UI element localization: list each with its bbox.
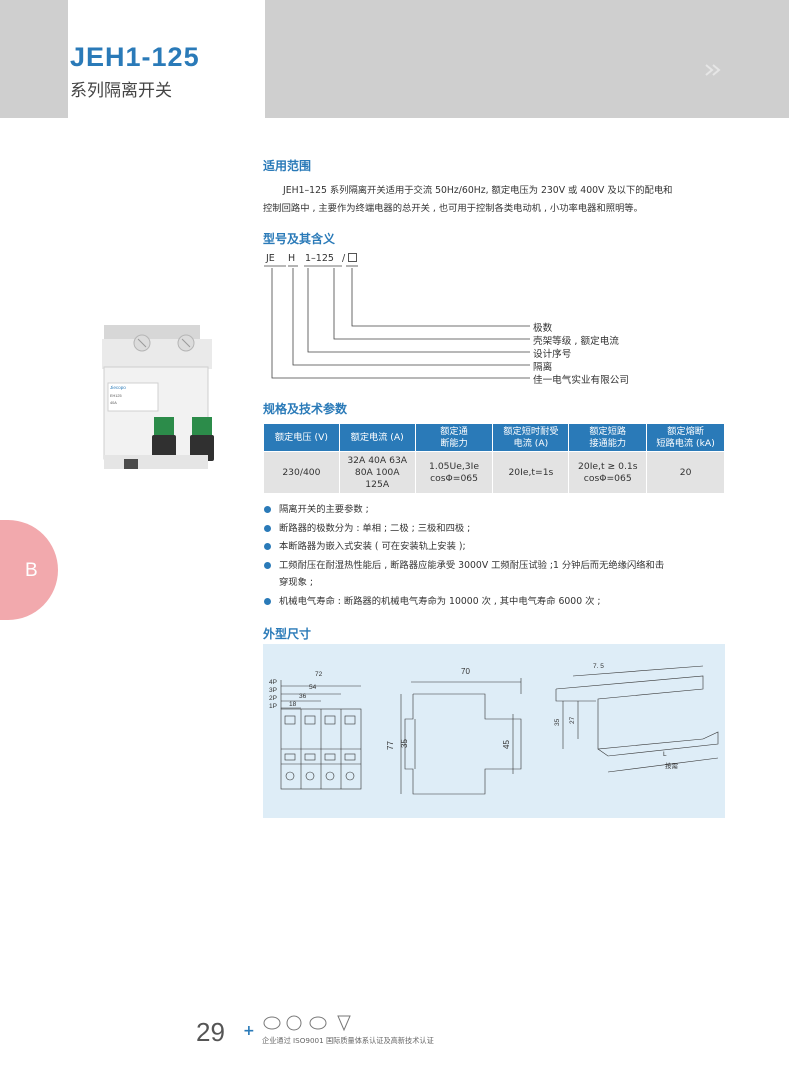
dimension-drawing: 72 54 36 18 4P 3P 2P 1P 70 77 35 45 7. 5… <box>269 663 719 795</box>
bullet-icon <box>264 543 271 551</box>
product-brand: Jiecopo <box>110 385 126 390</box>
dim-l: L <box>663 751 667 758</box>
dim-36: 36 <box>299 693 307 700</box>
notes-list: 隔离开关的主要参数 ; 断路器的极数分为 : 单相 ; 二极 ; 三极和四极 ;… <box>263 501 733 612</box>
dim-27: 27 <box>569 716 576 724</box>
section-tab-letter: B <box>25 560 38 581</box>
spec-cell: 20 <box>646 451 725 494</box>
certification-logos-icon <box>263 1015 351 1032</box>
product-model: EH125 <box>110 394 122 398</box>
dim-4p: 4P <box>269 679 277 686</box>
dim-35-side: 35 <box>400 739 409 748</box>
product-rating: 40A <box>110 401 117 405</box>
dim-3p: 3P <box>269 687 277 694</box>
dim-72: 72 <box>315 671 323 678</box>
scope-paragraph-line-2: 控制回路中 , 主要作为终端电器的总开关 , 也可用于控制各类电动机 , 小功率… <box>263 203 643 214</box>
model-code-slash: / <box>342 253 346 264</box>
dim-as-needed: 按需 <box>665 761 679 770</box>
product-subtitle: 系列隔离开关 <box>70 81 172 101</box>
meaning-isolation: 隔离 <box>533 362 553 373</box>
dim-54: 54 <box>309 684 317 691</box>
scope-heading: 适用范围 <box>263 159 312 173</box>
spec-table: 额定电压 (V) 额定电流 (A) 额定通断能力 额定短时耐受电流 (A) 额定… <box>263 423 725 494</box>
scope-paragraph-line-1: JEH1–125 系列隔离开关适用于交流 50Hz/60Hz, 额定电压为 23… <box>283 185 673 196</box>
product-title: JEH1-125 <box>70 42 200 72</box>
spec-header-cell: 额定熔断短路电流 (kA) <box>646 423 725 452</box>
page-number: 29 <box>196 1017 225 1047</box>
meaning-company: 佳一电气实业有限公司 <box>533 375 629 386</box>
spec-header-cell: 额定电压 (V) <box>263 423 340 452</box>
bullet-icon <box>264 524 271 532</box>
plus-sign: + <box>243 1023 255 1039</box>
section-tab <box>0 520 58 620</box>
list-item: 断路器的极数分为 : 单相 ; 二极 ; 三极和四极 ; <box>263 520 733 538</box>
spec-header-cell: 额定短路接通能力 <box>568 423 648 452</box>
spec-heading: 规格及技术参数 <box>263 402 348 416</box>
list-item: 隔离开关的主要参数 ; <box>263 501 733 519</box>
dimensions-heading: 外型尺寸 <box>263 627 312 641</box>
spec-header-cell: 额定电流 (A) <box>338 423 416 452</box>
list-item: 机械电气寿命 : 断路器的机械电气寿命为 10000 次 , 其中电气寿命 60… <box>263 593 733 611</box>
dim-77: 77 <box>386 741 395 750</box>
dim-7-5: 7. 5 <box>593 663 604 670</box>
model-code-series: 1–125 <box>305 253 334 264</box>
spec-header-cell: 额定短时耐受电流 (A) <box>492 423 570 452</box>
certification-text: 企业通过 ISO9001 国际质量体系认证及高新技术认证 <box>262 1036 434 1045</box>
meaning-frame-current: 壳架等级 , 额定电流 <box>533 336 619 347</box>
dim-35-rail: 35 <box>554 718 561 726</box>
meaning-design-no: 设计序号 <box>533 349 572 360</box>
bullet-icon <box>264 561 271 569</box>
bullet-icon <box>264 597 271 605</box>
spec-header-row: 额定电压 (V) 额定电流 (A) 额定通断能力 额定短时耐受电流 (A) 额定… <box>263 423 725 452</box>
scope-paragraph: JEH1–125 系列隔离开关适用于交流 50Hz/60Hz, 额定电压为 23… <box>263 182 733 218</box>
model-code-box <box>348 253 357 264</box>
header-right-bar <box>265 0 789 118</box>
product-photo: Jiecopo EH125 40A <box>102 325 214 469</box>
model-code-h: H <box>288 253 296 264</box>
header-left-bar <box>0 0 68 118</box>
model-leader-lines <box>264 265 530 379</box>
spec-cell: 20Ie,t=1s <box>492 451 570 494</box>
dim-1p: 1P <box>269 703 277 710</box>
list-item: 本断路器为嵌入式安装 ( 可在安装轨上安装 ); <box>263 538 733 556</box>
list-item: 工频耐压在耐湿热性能后 , 断路器应能承受 3000V 工频耐压试验 ;1 分钟… <box>263 557 733 592</box>
meaning-poles: 极数 <box>533 323 553 334</box>
model-code-je: JE <box>266 253 275 264</box>
spec-cell: 230/400 <box>263 451 340 494</box>
dim-2p: 2P <box>269 695 277 702</box>
dim-18: 18 <box>289 701 297 708</box>
spec-header-cell: 额定通断能力 <box>414 423 494 452</box>
dim-45: 45 <box>502 740 511 749</box>
double-chevron-right-icon <box>705 64 721 76</box>
bullet-icon <box>264 506 271 513</box>
model-heading: 型号及其含义 <box>263 232 336 246</box>
dimension-drawing-panel: 72 54 36 18 4P 3P 2P 1P 70 77 35 45 7. 5… <box>263 644 725 818</box>
dim-70: 70 <box>461 667 470 676</box>
